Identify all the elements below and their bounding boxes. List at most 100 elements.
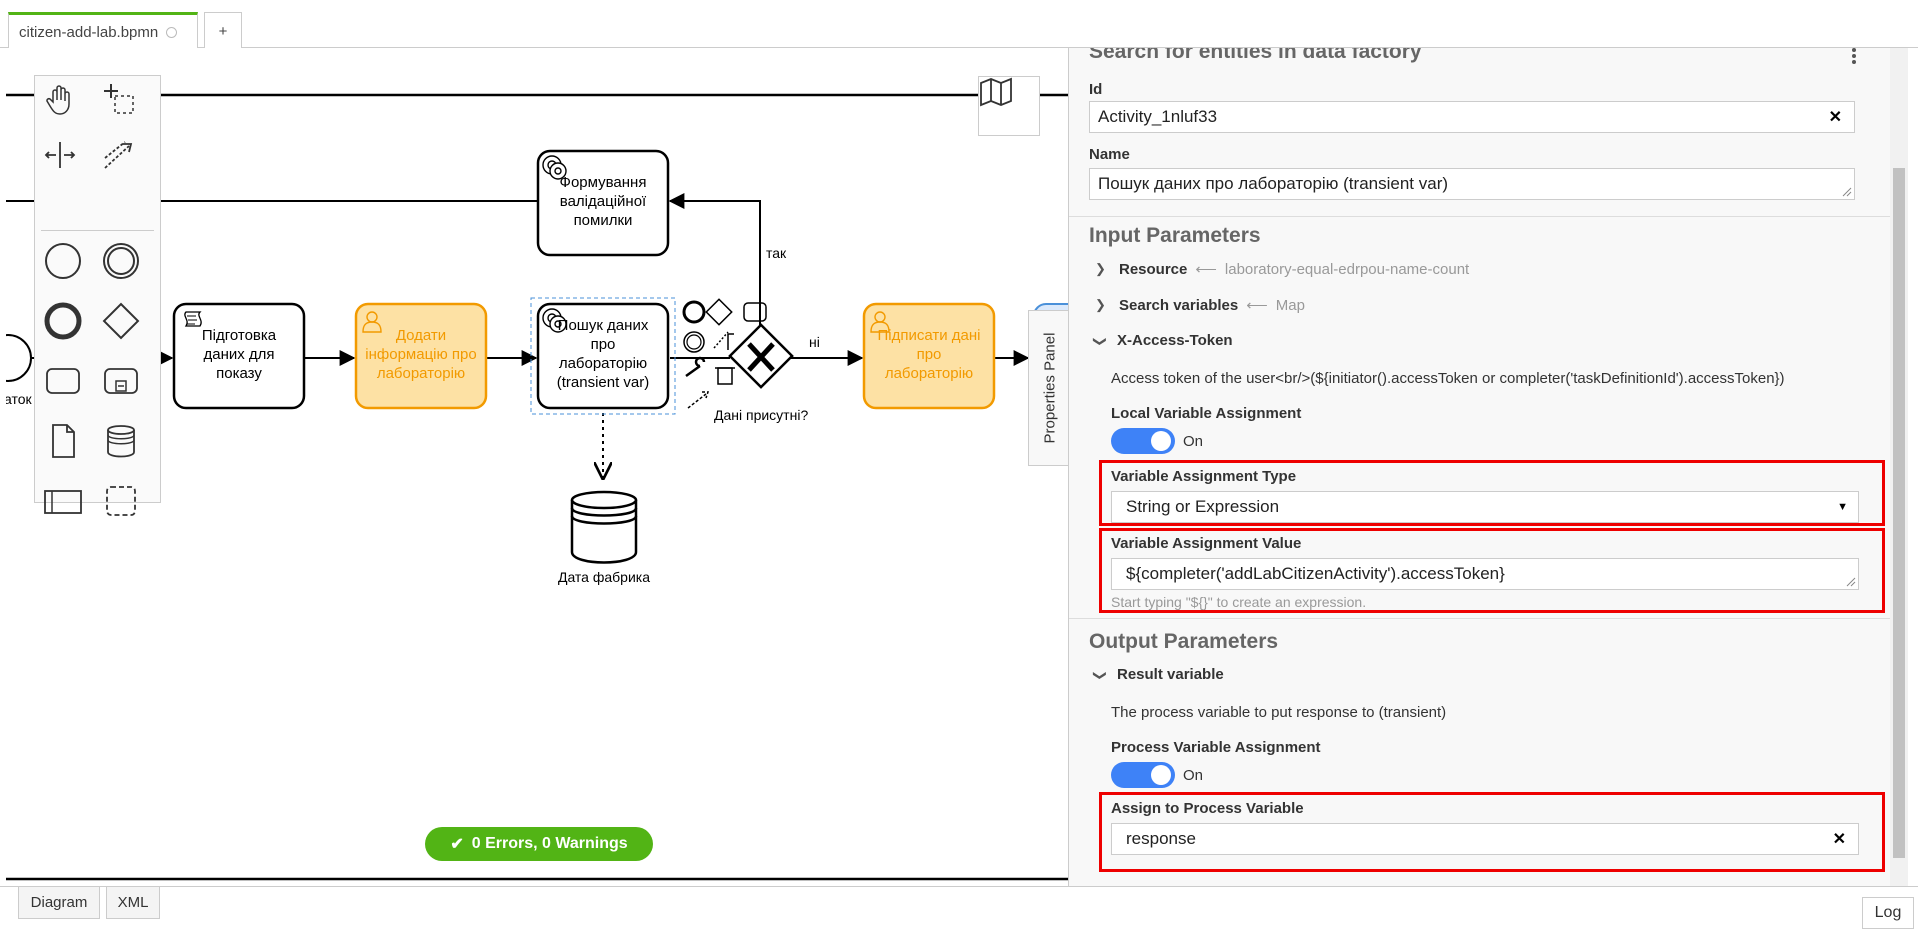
panel-scrollbar[interactable]	[1890, 48, 1908, 886]
panel-element-title: Search for entities in data factory	[1089, 48, 1422, 63]
search-variables-value: Map	[1275, 296, 1305, 314]
file-tab-bar: citizen-add-lab.bpmn +	[0, 0, 1918, 49]
lasso-tool-icon[interactable]	[101, 82, 145, 126]
resource-label: Resource	[1119, 260, 1188, 278]
minimap-toggle-button[interactable]	[978, 76, 1040, 136]
gateway-label: Дані присутні?	[714, 407, 808, 423]
new-tab-button[interactable]: +	[204, 12, 242, 49]
more-options-icon[interactable]	[1851, 46, 1857, 64]
user-task-icon-2	[870, 311, 890, 333]
flow-label-yes: так	[766, 245, 787, 261]
id-label: Id	[1089, 81, 1103, 98]
scrollbar-thumb[interactable]	[1893, 168, 1905, 858]
gateway-tool-icon[interactable]	[101, 301, 145, 345]
properties-panel-toggle[interactable]: Properties Panel	[1028, 310, 1070, 466]
output-parameters-title: Output Parameters	[1089, 630, 1279, 653]
process-assignment-toggle[interactable]	[1111, 762, 1175, 788]
clear-variable-icon[interactable]: ✕	[1832, 831, 1846, 848]
linting-status-badge[interactable]: ✔ 0 Errors, 0 Warnings	[425, 827, 653, 861]
assign-to-variable-value: response	[1126, 829, 1196, 848]
task-search-lab: Пошук даних про лабораторію (transient v…	[530, 297, 676, 415]
log-button[interactable]: Log	[1862, 897, 1914, 929]
name-textarea[interactable]: Пошук даних про лабораторію (transient v…	[1089, 168, 1855, 200]
process-assignment-label: Process Variable Assignment	[1111, 739, 1321, 756]
arrow-left-icon: ⟵	[1246, 297, 1268, 314]
variable-assignment-type-value: String or Expression	[1126, 497, 1280, 516]
variable-assignment-type-select[interactable]: String or Expression ▼	[1111, 491, 1859, 523]
space-tool-icon[interactable]	[43, 138, 87, 182]
tab-diagram[interactable]: Diagram	[18, 887, 100, 919]
task-add-line2: інформацію про	[365, 346, 476, 363]
properties-panel: Search for entities in data factory Id A…	[1068, 48, 1890, 886]
x-access-token-description: Access token of the user<br/>(${initiato…	[1111, 370, 1785, 387]
task-add-line1: Додати	[396, 327, 446, 344]
clear-id-icon[interactable]: ✕	[1828, 109, 1842, 126]
data-store-label: Дата фабрика	[558, 569, 650, 585]
output-param-result-variable[interactable]: ❯ Result variable	[1093, 666, 1224, 683]
expression-hint: Start typing "${}" to create an expressi…	[1111, 594, 1367, 610]
subprocess-tool-icon[interactable]	[101, 361, 145, 405]
input-param-resource[interactable]: ❯ Resource ⟵ laboratory-equal-edrpou-nam…	[1095, 260, 1469, 279]
name-label: Name	[1089, 146, 1130, 163]
task-prepare-line3: показу	[216, 365, 262, 382]
task-tool-icon[interactable]	[43, 361, 87, 405]
task-validation-line3: помилки	[574, 212, 633, 229]
pad-task-icon	[743, 302, 767, 322]
tool-palette	[34, 75, 161, 516]
process-assignment-state: On	[1183, 767, 1204, 784]
task-validation-line1: Формування	[560, 174, 647, 191]
local-assignment-toggle[interactable]	[1111, 428, 1175, 454]
input-param-search-variables[interactable]: ❯ Search variables ⟵ Map	[1095, 296, 1305, 315]
resize-grip-icon[interactable]	[1842, 187, 1852, 197]
task-validation-line2: валідаційної	[560, 193, 647, 210]
arrow-left-icon: ⟵	[1195, 261, 1217, 278]
x-access-token-label: X-Access-Token	[1117, 332, 1233, 349]
chevron-down-icon: ❯	[1093, 335, 1108, 347]
properties-panel-toggle-label: Properties Panel	[1041, 332, 1058, 444]
tab-xml[interactable]: XML	[106, 887, 160, 919]
variable-assignment-value: ${completer('addLabCitizenActivity').acc…	[1126, 564, 1505, 583]
end-event-tool-icon[interactable]	[43, 301, 87, 345]
assign-to-variable-input[interactable]: response ✕	[1111, 823, 1859, 855]
dropdown-arrow-icon: ▼	[1837, 501, 1848, 513]
id-value: Activity_1nluf33	[1098, 107, 1218, 126]
context-pad	[682, 298, 767, 409]
result-variable-description: The process variable to put response to …	[1111, 704, 1447, 721]
global-connect-tool-icon[interactable]	[101, 138, 145, 182]
map-icon	[980, 77, 1012, 107]
data-object-tool-icon[interactable]	[43, 421, 87, 465]
check-icon: ✔	[450, 836, 464, 853]
tab-citizen-add-lab[interactable]: citizen-add-lab.bpmn	[8, 12, 198, 49]
resize-grip-icon[interactable]	[1846, 577, 1856, 587]
variable-assignment-value-label: Variable Assignment Value	[1111, 535, 1302, 552]
start-event-tool-icon[interactable]	[43, 241, 87, 285]
id-input[interactable]: Activity_1nluf33 ✕	[1089, 101, 1855, 133]
pad-intermediate-event-icon	[683, 331, 705, 353]
intermediate-event-tool-icon[interactable]	[101, 241, 145, 285]
selection-outline	[530, 297, 676, 415]
highlight-assign-to-variable	[1099, 792, 1885, 872]
task-search-line3: лабораторію	[559, 355, 647, 372]
task-sign-line1: Підписати дані	[877, 327, 980, 344]
pad-connect-icon	[713, 331, 729, 349]
group-tool-icon[interactable]	[101, 481, 145, 525]
variable-assignment-type-label: Variable Assignment Type	[1111, 468, 1297, 485]
input-param-x-access-token[interactable]: ❯ X-Access-Token	[1093, 332, 1233, 349]
chevron-down-icon: ❯	[1093, 669, 1108, 681]
bpmn-diagram: аток так ні Підготовка	[6, 93, 1068, 881]
chevron-right-icon: ❯	[1095, 297, 1106, 312]
participant-tool-icon[interactable]	[43, 481, 87, 525]
pad-end-event-icon	[682, 300, 706, 324]
task-search-line2: про	[591, 336, 616, 353]
task-search-line4: (transient var)	[557, 374, 650, 391]
user-task-icon	[362, 311, 382, 333]
task-sign-line3: лабораторію	[885, 365, 973, 382]
highlight-assignment-type	[1099, 460, 1885, 526]
diagram-canvas[interactable]: аток так ні Підготовка	[6, 48, 1068, 886]
variable-assignment-value-textarea[interactable]: ${completer('addLabCitizenActivity').acc…	[1111, 558, 1859, 590]
task-prepare-line2: даних для	[203, 346, 274, 363]
hand-tool-icon[interactable]	[43, 82, 87, 126]
data-store-tool-icon[interactable]	[101, 421, 145, 465]
task-add-line3: лабораторію	[377, 365, 465, 382]
